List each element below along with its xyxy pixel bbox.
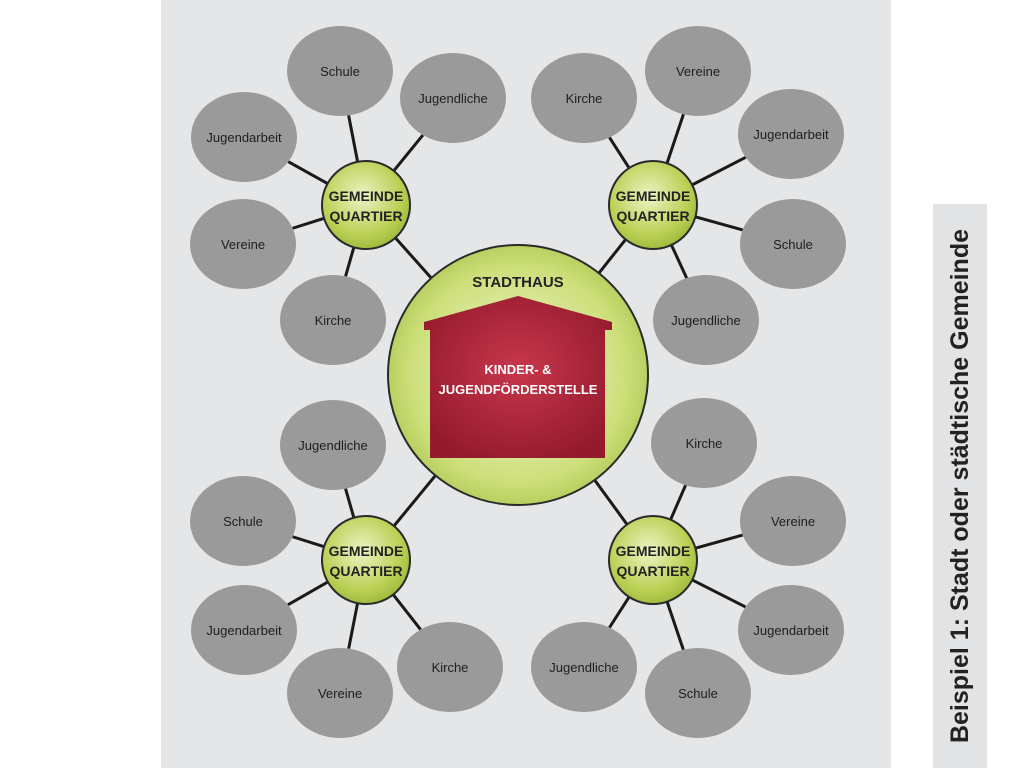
connector-line <box>347 602 360 649</box>
quadrant-top-left: SchuleJugendlicheJugendarbeitVereineKirc… <box>190 26 506 365</box>
hub-label-line1: GEMEINDE <box>329 188 404 204</box>
satellite-node <box>653 275 759 365</box>
connector-line <box>608 136 631 169</box>
center-title: STADTHAUS <box>472 274 563 291</box>
house-label-line1: KINDER- & <box>484 362 551 377</box>
satellite-label: Schule <box>773 237 813 252</box>
satellite-node <box>190 199 296 289</box>
satellite-node <box>740 476 846 566</box>
satellite-node <box>191 92 297 182</box>
connector-line <box>691 578 747 609</box>
connector-line <box>287 160 329 185</box>
connector-line <box>665 113 685 164</box>
connector-line <box>344 246 356 277</box>
hub-label-line1: GEMEINDE <box>616 543 691 559</box>
connector-line-center-bottom-right <box>593 479 629 526</box>
connector-line-center-top-left <box>394 236 433 280</box>
satellite-label: Kirche <box>566 91 603 106</box>
satellite-node <box>740 199 846 289</box>
satellite-node <box>287 648 393 738</box>
satellite-label: Schule <box>678 686 718 701</box>
satellite-node <box>645 648 751 738</box>
satellite-label: Jugendliche <box>418 91 487 106</box>
connector-line <box>694 533 744 550</box>
satellite-label: Vereine <box>221 237 265 252</box>
connector-line <box>392 134 425 172</box>
satellite-label: Vereine <box>771 514 815 529</box>
connector-line <box>691 155 747 187</box>
satellite-label: Kirche <box>686 436 723 451</box>
satellite-node <box>280 275 386 365</box>
satellite-label: Jugendliche <box>298 438 367 453</box>
connector-line <box>670 244 689 279</box>
connector-line <box>292 535 325 549</box>
connector-line-center-bottom-left <box>392 474 437 527</box>
satellite-node <box>645 26 751 116</box>
hub-label-line2: QUARTIER <box>329 208 402 224</box>
satellite-label: Schule <box>223 514 263 529</box>
connector-line-center-top-right <box>597 238 627 275</box>
connector-lines <box>287 113 747 651</box>
connector-line <box>608 596 631 629</box>
hub-node <box>608 160 698 250</box>
satellite-label: Jugendarbeit <box>753 623 829 638</box>
satellite-node <box>531 53 637 143</box>
satellite-label: Jugendarbeit <box>206 130 282 145</box>
satellite-node <box>531 622 637 712</box>
hub-node <box>608 515 698 605</box>
house-label-line2: JUGENDFÖRDERSTELLE <box>439 382 598 397</box>
hub-label-line2: QUARTIER <box>616 208 689 224</box>
connector-line <box>391 593 422 631</box>
satellite-label: Vereine <box>676 64 720 79</box>
center-node: STADTHAUS KINDER- & JUGENDFÖRDERSTELLE <box>387 244 649 506</box>
satellite-node <box>287 26 393 116</box>
satellite-node <box>738 89 844 179</box>
hub-node <box>321 515 411 605</box>
quadrant-nodes: SchuleJugendlicheJugendarbeitVereineKirc… <box>190 26 846 738</box>
satellite-label: Kirche <box>315 313 352 328</box>
satellite-label: Schule <box>320 64 360 79</box>
connector-line <box>347 115 360 163</box>
satellite-node <box>191 585 297 675</box>
house-shape <box>424 296 612 458</box>
satellite-label: Jugendliche <box>549 660 618 675</box>
connector-line <box>665 601 685 651</box>
satellite-label: Vereine <box>318 686 362 701</box>
hub-label-line2: QUARTIER <box>616 563 689 579</box>
hub-label-line1: GEMEINDE <box>616 188 691 204</box>
side-title-box <box>933 204 987 768</box>
satellite-node <box>397 622 503 712</box>
satellite-label: Kirche <box>432 660 469 675</box>
connector-line <box>669 484 687 521</box>
connector-line <box>292 216 325 230</box>
satellite-node <box>280 400 386 490</box>
satellite-node <box>190 476 296 566</box>
connector-line <box>344 488 356 519</box>
hub-node <box>321 160 411 250</box>
hub-label-line1: GEMEINDE <box>329 543 404 559</box>
satellite-label: Jugendarbeit <box>753 127 829 142</box>
connector-line <box>694 215 744 232</box>
side-title: Beispiel 1: Stadt oder städtische Gemein… <box>946 228 974 744</box>
satellite-node <box>651 398 757 488</box>
quadrant-top-right: Kirche VereineJugendarbeitSchuleJugendlic… <box>531 26 846 365</box>
satellite-label: Jugendarbeit <box>206 623 282 638</box>
hub-label-line2: QUARTIER <box>329 563 402 579</box>
satellite-label: Jugendliche <box>671 313 740 328</box>
satellite-node <box>400 53 506 143</box>
connector-line <box>287 580 329 607</box>
satellite-node <box>738 585 844 675</box>
